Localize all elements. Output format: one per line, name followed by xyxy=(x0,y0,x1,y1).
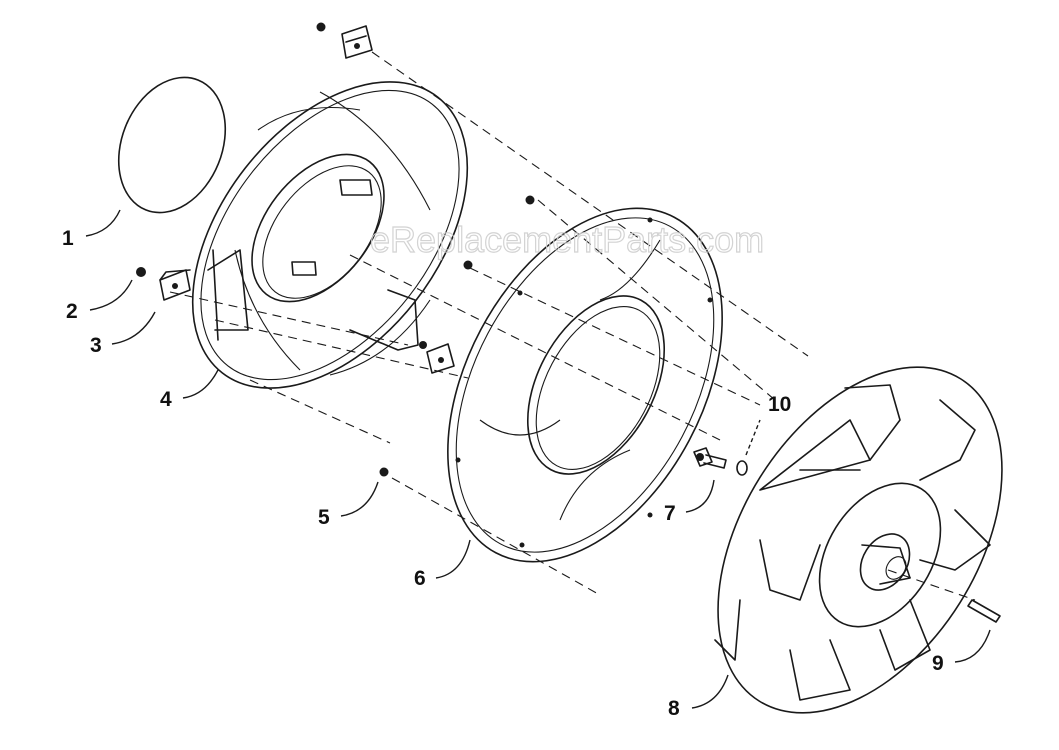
callout-leaders xyxy=(85,209,991,709)
callout-6: 6 xyxy=(414,567,426,590)
inlet-plate xyxy=(447,207,723,563)
center-nut-clip xyxy=(419,341,455,374)
callout-5: 5 xyxy=(318,506,330,529)
washer xyxy=(736,460,748,476)
gasket-ring xyxy=(117,76,227,214)
callout-1: 1 xyxy=(62,227,74,250)
callout-7: 7 xyxy=(664,502,676,525)
callout-10: 10 xyxy=(768,393,791,416)
nut-lower xyxy=(379,467,389,477)
shaft-key xyxy=(967,599,1001,623)
bracket-clip xyxy=(159,269,191,301)
nut-left xyxy=(136,267,146,277)
callout-8: 8 xyxy=(668,697,680,720)
watermark-text: eReplacementParts.com xyxy=(370,219,764,260)
callout-2: 2 xyxy=(66,300,78,323)
assembly-guide-lines xyxy=(169,51,976,601)
callout-labels: 1 2 3 4 5 6 7 8 9 10 xyxy=(62,227,944,720)
nuts-middle xyxy=(463,195,535,270)
blower-wheel xyxy=(714,366,1003,714)
set-bolt xyxy=(693,447,727,469)
callout-9: 9 xyxy=(932,652,944,675)
top-nut-bracket xyxy=(316,22,373,59)
housing-back xyxy=(191,81,469,389)
callout-3: 3 xyxy=(90,334,102,357)
callout-4: 4 xyxy=(160,388,172,411)
